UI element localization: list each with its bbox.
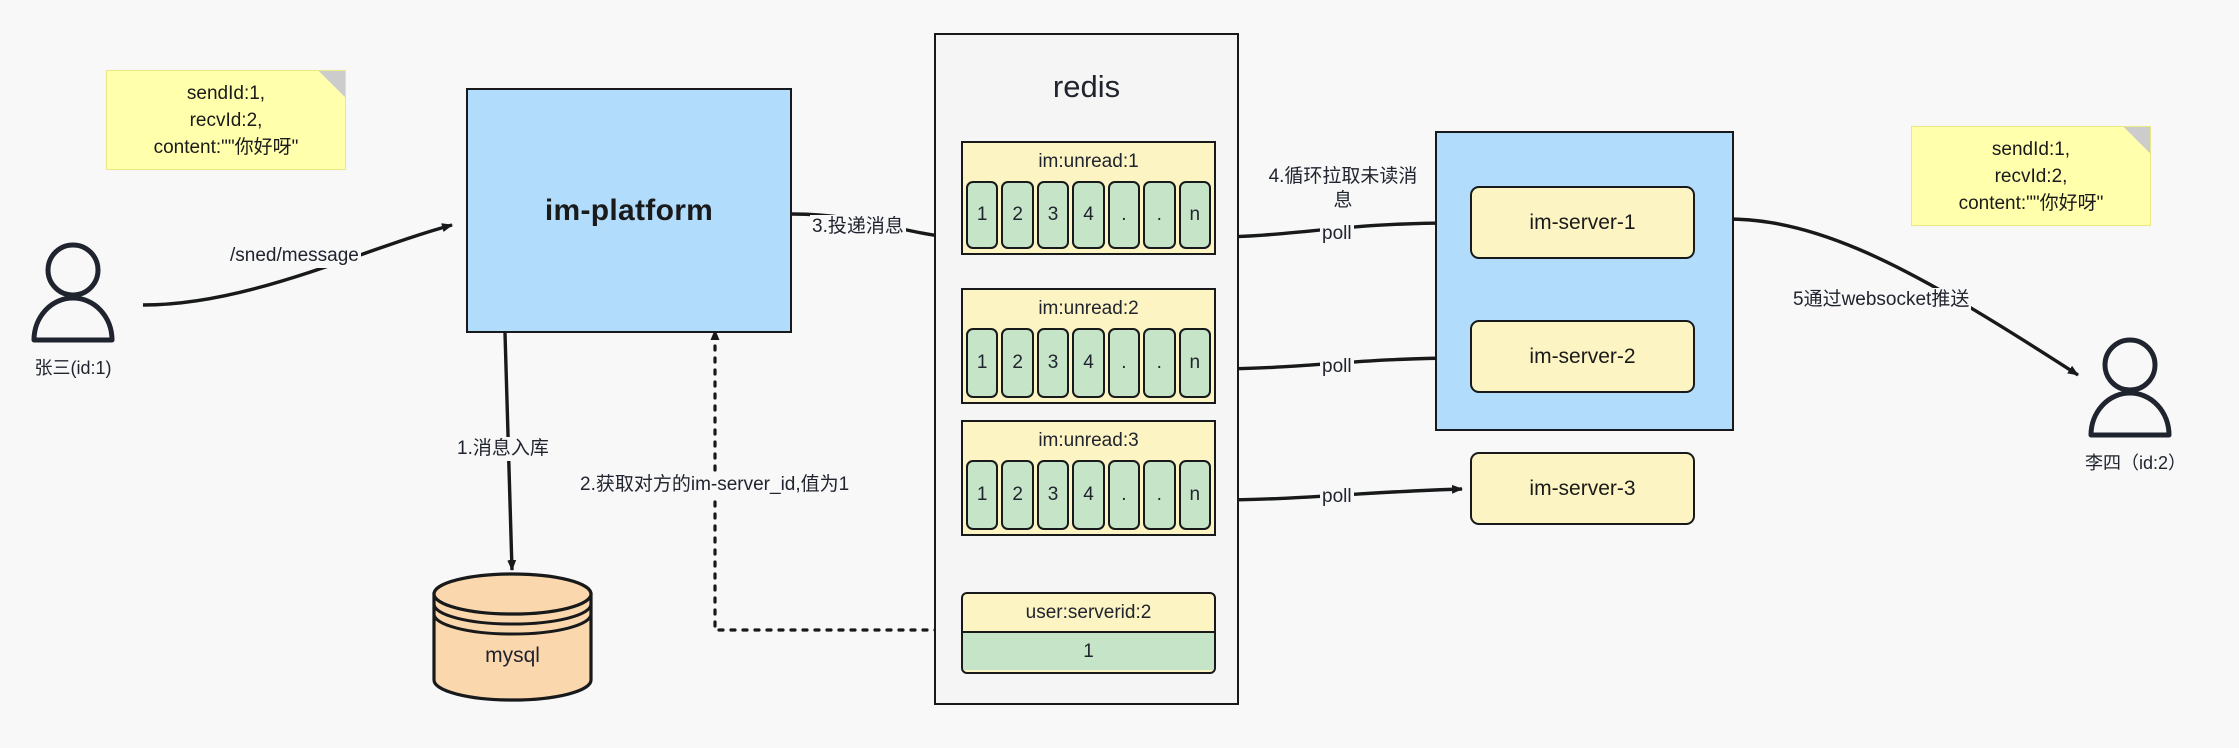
note-fold-icon (319, 71, 345, 97)
redis-cell: 2 (1001, 181, 1034, 249)
person-icon (31, 242, 115, 343)
person-icon (2088, 337, 2172, 438)
redis-list-1-cells: 1 2 3 4 . . n (966, 181, 1211, 249)
redis-kv-key: user:serverid:2 (963, 594, 1214, 633)
mysql-label: mysql (485, 644, 540, 667)
redis-cell: . (1143, 328, 1176, 398)
note-fold-icon (2124, 127, 2150, 153)
redis-cell: 4 (1072, 460, 1105, 530)
actor-sender-label: 张三(id:1) (34, 358, 112, 378)
edge-label-send-message: /sned/message (228, 244, 361, 268)
redis-cell: . (1107, 181, 1141, 249)
redis-cell: n (1178, 328, 1211, 398)
message-note-right: sendId:1, recvId:2, content:""你好呀" (1911, 126, 2151, 226)
node-im-server-3[interactable]: im-server-3 (1470, 452, 1695, 525)
edge-label-step4: 4.循环拉取未读消 息 (1258, 165, 1428, 213)
edge-label-step2: 2.获取对方的im-server_id,值为1 (578, 473, 852, 497)
redis-cell: n (1178, 181, 1211, 249)
edge-label-poll-1: poll (1320, 222, 1354, 246)
im-platform-label: im-platform (544, 193, 714, 227)
redis-kv-value: 1 (963, 633, 1214, 670)
redis-cell: 2 (1001, 460, 1034, 530)
redis-cell: . (1107, 328, 1141, 398)
redis-cell: 4 (1072, 328, 1105, 398)
redis-list-2-key: im:unread:2 (963, 290, 1214, 328)
redis-kv-user-serverid[interactable]: user:serverid:2 1 (961, 592, 1216, 674)
node-im-server-2[interactable]: im-server-2 (1470, 320, 1695, 393)
redis-cell: 1 (966, 460, 999, 530)
actor-receiver: 李四（id:2） (2085, 333, 2187, 475)
node-mysql[interactable]: mysql (430, 572, 595, 702)
redis-list-im-unread-2[interactable]: im:unread:2 1 2 3 4 . . n (961, 288, 1216, 404)
edge-label-step3: 3.投递消息 (810, 215, 906, 239)
redis-list-im-unread-1[interactable]: im:unread:1 1 2 3 4 . . n (961, 141, 1216, 255)
redis-cell: 3 (1036, 328, 1070, 398)
edge-label-poll-3: poll (1320, 485, 1354, 509)
redis-title: redis (1052, 69, 1121, 104)
edge-label-step5: 5通过websocket推送 (1791, 288, 1972, 312)
redis-cell: 2 (1001, 328, 1034, 398)
edge-label-step1: 1.消息入库 (455, 437, 551, 461)
message-note-left: sendId:1, recvId:2, content:""你好呀" (106, 70, 346, 170)
redis-cell: 4 (1072, 181, 1105, 249)
redis-cell: . (1143, 460, 1176, 530)
redis-cell: 1 (966, 328, 999, 398)
im-server-1-label: im-server-1 (1529, 210, 1636, 234)
note-left-text: sendId:1, recvId:2, content:""你好呀" (153, 82, 299, 158)
actor-receiver-label: 李四（id:2） (2085, 453, 2187, 473)
node-im-platform[interactable]: im-platform (466, 88, 792, 333)
redis-list-im-unread-3[interactable]: im:unread:3 1 2 3 4 . . n (961, 420, 1216, 536)
redis-cell: n (1178, 460, 1211, 530)
redis-cell: 3 (1036, 460, 1070, 530)
database-cylinder-icon: mysql (432, 572, 593, 702)
im-server-3-label: im-server-3 (1529, 476, 1636, 500)
node-im-server-1[interactable]: im-server-1 (1470, 186, 1695, 259)
redis-list-3-cells: 1 2 3 4 . . n (966, 460, 1211, 530)
note-right-text: sendId:1, recvId:2, content:""你好呀" (1958, 138, 2104, 214)
redis-cell: 3 (1036, 181, 1070, 249)
redis-cell: . (1107, 460, 1141, 530)
redis-list-1-key: im:unread:1 (963, 143, 1214, 181)
redis-cell: . (1143, 181, 1176, 249)
edge-label-poll-2: poll (1320, 355, 1354, 379)
redis-cell: 1 (966, 181, 999, 249)
actor-sender: 张三(id:1) (28, 238, 118, 380)
im-server-2-label: im-server-2 (1529, 344, 1636, 368)
redis-list-2-cells: 1 2 3 4 . . n (966, 328, 1211, 398)
redis-list-3-key: im:unread:3 (963, 422, 1214, 460)
